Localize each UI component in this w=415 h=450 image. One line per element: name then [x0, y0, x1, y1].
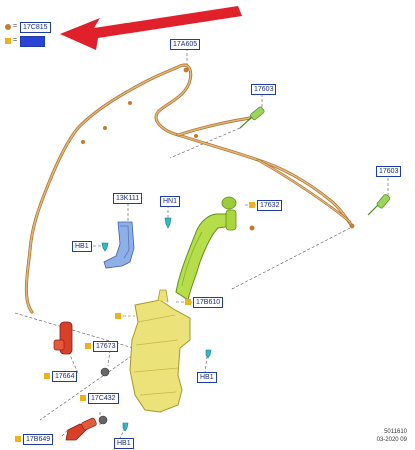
callout-17B649: 17B649: [23, 434, 54, 445]
washer-reservoir: [129, 289, 191, 413]
callout-13K111: 13K111: [113, 193, 143, 204]
legend-square-17618: [5, 38, 11, 44]
legend-code-17C815: 17C815: [20, 22, 51, 33]
grommet-17C432: [98, 415, 108, 425]
callout-17664-square: [44, 373, 50, 379]
footer-date: 03-2020 09: [376, 437, 407, 443]
callout-17A605: 17A605: [170, 39, 201, 50]
callout-17603-right: 17603: [251, 84, 277, 95]
red-arrow: [60, 6, 242, 50]
leader-lines: [14, 48, 389, 439]
washer-pump-17B649: [65, 417, 97, 441]
legend-equals-2: =: [13, 37, 18, 44]
callout-HN1: HN1: [160, 196, 181, 207]
washer-hose: [24, 63, 354, 314]
callout-17632: 17632: [257, 200, 283, 211]
callout-17632-square: [249, 202, 255, 208]
callout-17664: 17664: [52, 371, 78, 382]
callout-17C432: 17C432: [88, 393, 119, 404]
callout-17603-far-right: 17603: [376, 166, 402, 177]
hose-clips: [101, 217, 212, 432]
legend-code-17618-highlighted: 17618: [20, 36, 46, 47]
callout-17B610: 17B610: [193, 297, 224, 308]
callout-17673: 17673: [93, 341, 119, 352]
callout-17C432-square: [80, 395, 86, 401]
washer-jet-far-right: [367, 194, 391, 216]
callout-HB1-bottom: HB1: [114, 438, 134, 449]
footer-ref: 5011610: [384, 429, 407, 435]
grommet-17673: [100, 367, 110, 377]
legend-dot-17C815: [5, 24, 11, 30]
washer-pump-17664: [53, 321, 73, 355]
callout-HB1-right: HB1: [197, 372, 217, 383]
legend-equals-1: =: [13, 23, 18, 30]
callout-17673-square: [85, 343, 91, 349]
hose-connectors: [81, 67, 355, 229]
callout-HB1-top: HB1: [72, 241, 92, 252]
callout-17B649-square: [15, 436, 21, 442]
reservoir-ref-square: [115, 313, 121, 319]
callout-17B610-square: [185, 299, 191, 305]
bracket-13K111: [103, 221, 135, 269]
filler-cap-marker: [249, 225, 255, 231]
washer-jet-right: [239, 106, 265, 129]
filler-neck: [175, 196, 237, 301]
